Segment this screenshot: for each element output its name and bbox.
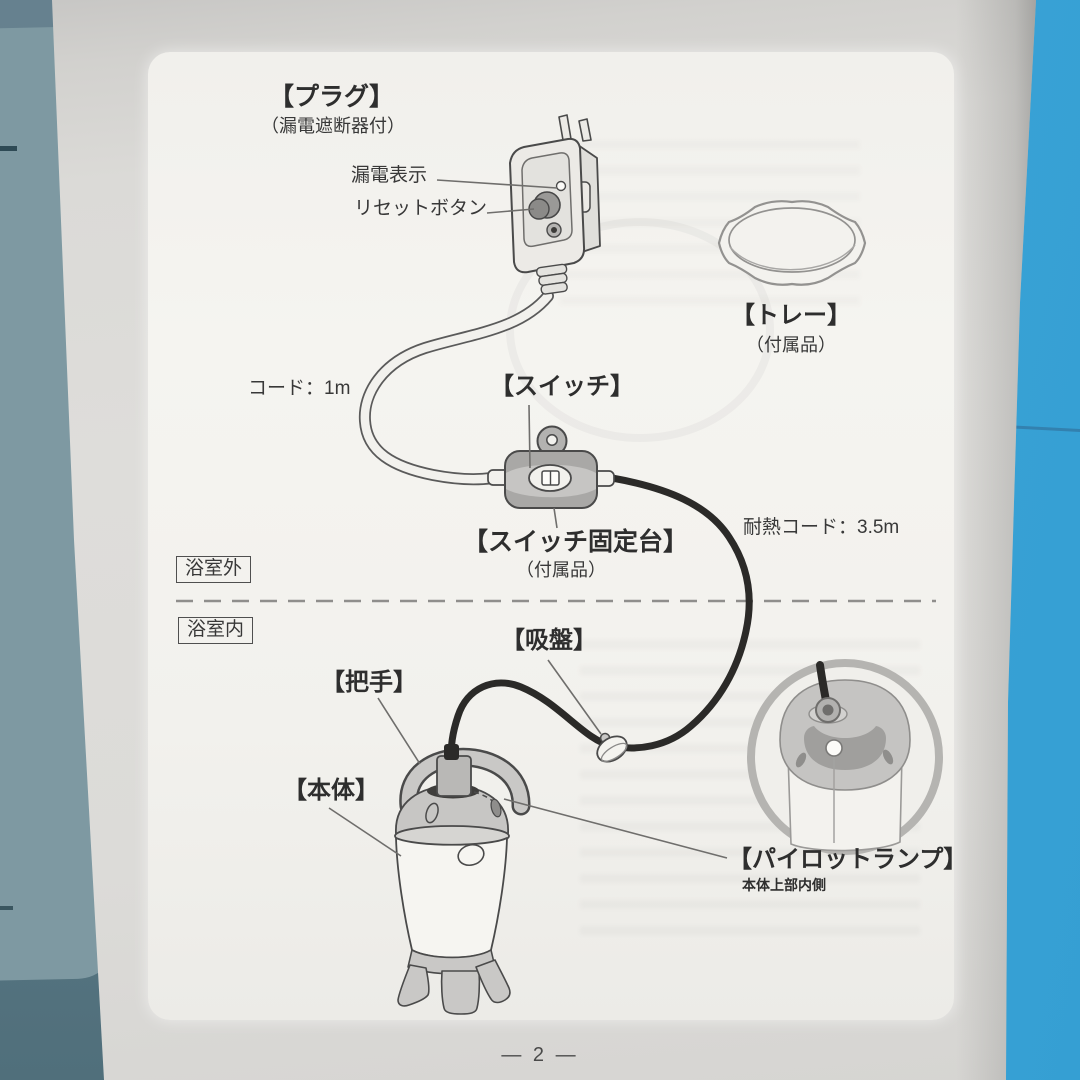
unit-body-shell — [395, 837, 508, 959]
heat-resistant-cord — [447, 474, 753, 764]
handle-label: 【把手】 — [321, 669, 417, 696]
cord-length-label: コード：1m — [248, 378, 351, 399]
switch-label: 【スイッチ】 — [490, 373, 634, 400]
leak-indicator-lamp — [555, 180, 567, 192]
tray-sublabel: （付属品） — [746, 335, 836, 355]
booklet-edge-mark — [0, 906, 13, 910]
switch-base-label: 【スイッチ固定台】 — [463, 528, 689, 556]
unit-foot — [397, 964, 430, 1007]
plug-label: 【プラグ】 — [269, 83, 395, 111]
main-unit-illustration — [394, 744, 531, 1015]
reset-button-label: リセットボタン — [354, 198, 488, 219]
switch-base-sublabel: （付属品） — [516, 560, 606, 580]
tray-illustration — [717, 200, 867, 286]
ghost-arc — [506, 218, 774, 442]
page-number: — 2 — — [501, 1044, 579, 1066]
body-label: 【本体】 — [283, 777, 379, 804]
leak-indicator-label: 漏電表示 — [351, 165, 428, 186]
plug-prong — [558, 114, 572, 141]
pilot-lamp-label: 【パイロットランプ】 — [728, 846, 968, 873]
pilot-lamp-detail — [747, 659, 943, 855]
suction-cup-illustration — [596, 732, 628, 763]
zone-inside-badge: 浴室内 — [178, 617, 254, 644]
leader-lines — [328, 179, 728, 859]
pilot-lamp — [825, 739, 843, 757]
suction-cup-label: 【吸盤】 — [501, 627, 597, 654]
cord-inlet-post — [436, 755, 472, 797]
heat-cord-length-label: 耐熱コード：3.5m — [743, 517, 900, 538]
switch-illustration — [487, 425, 615, 509]
unit-foot — [475, 959, 511, 1004]
zone-outside-badge: 浴室外 — [176, 556, 252, 583]
power-cord — [358, 290, 554, 486]
booklet-edge-mark — [0, 146, 17, 151]
unit-foot — [440, 970, 481, 1015]
tray-label: 【トレー】 — [731, 302, 851, 329]
pilot-lamp-sublabel: 本体上部内側 — [742, 877, 826, 893]
plug-prong — [578, 118, 592, 142]
plug-sublabel: （漏電遮断器付） — [261, 116, 405, 136]
plug-illustration — [509, 114, 601, 295]
